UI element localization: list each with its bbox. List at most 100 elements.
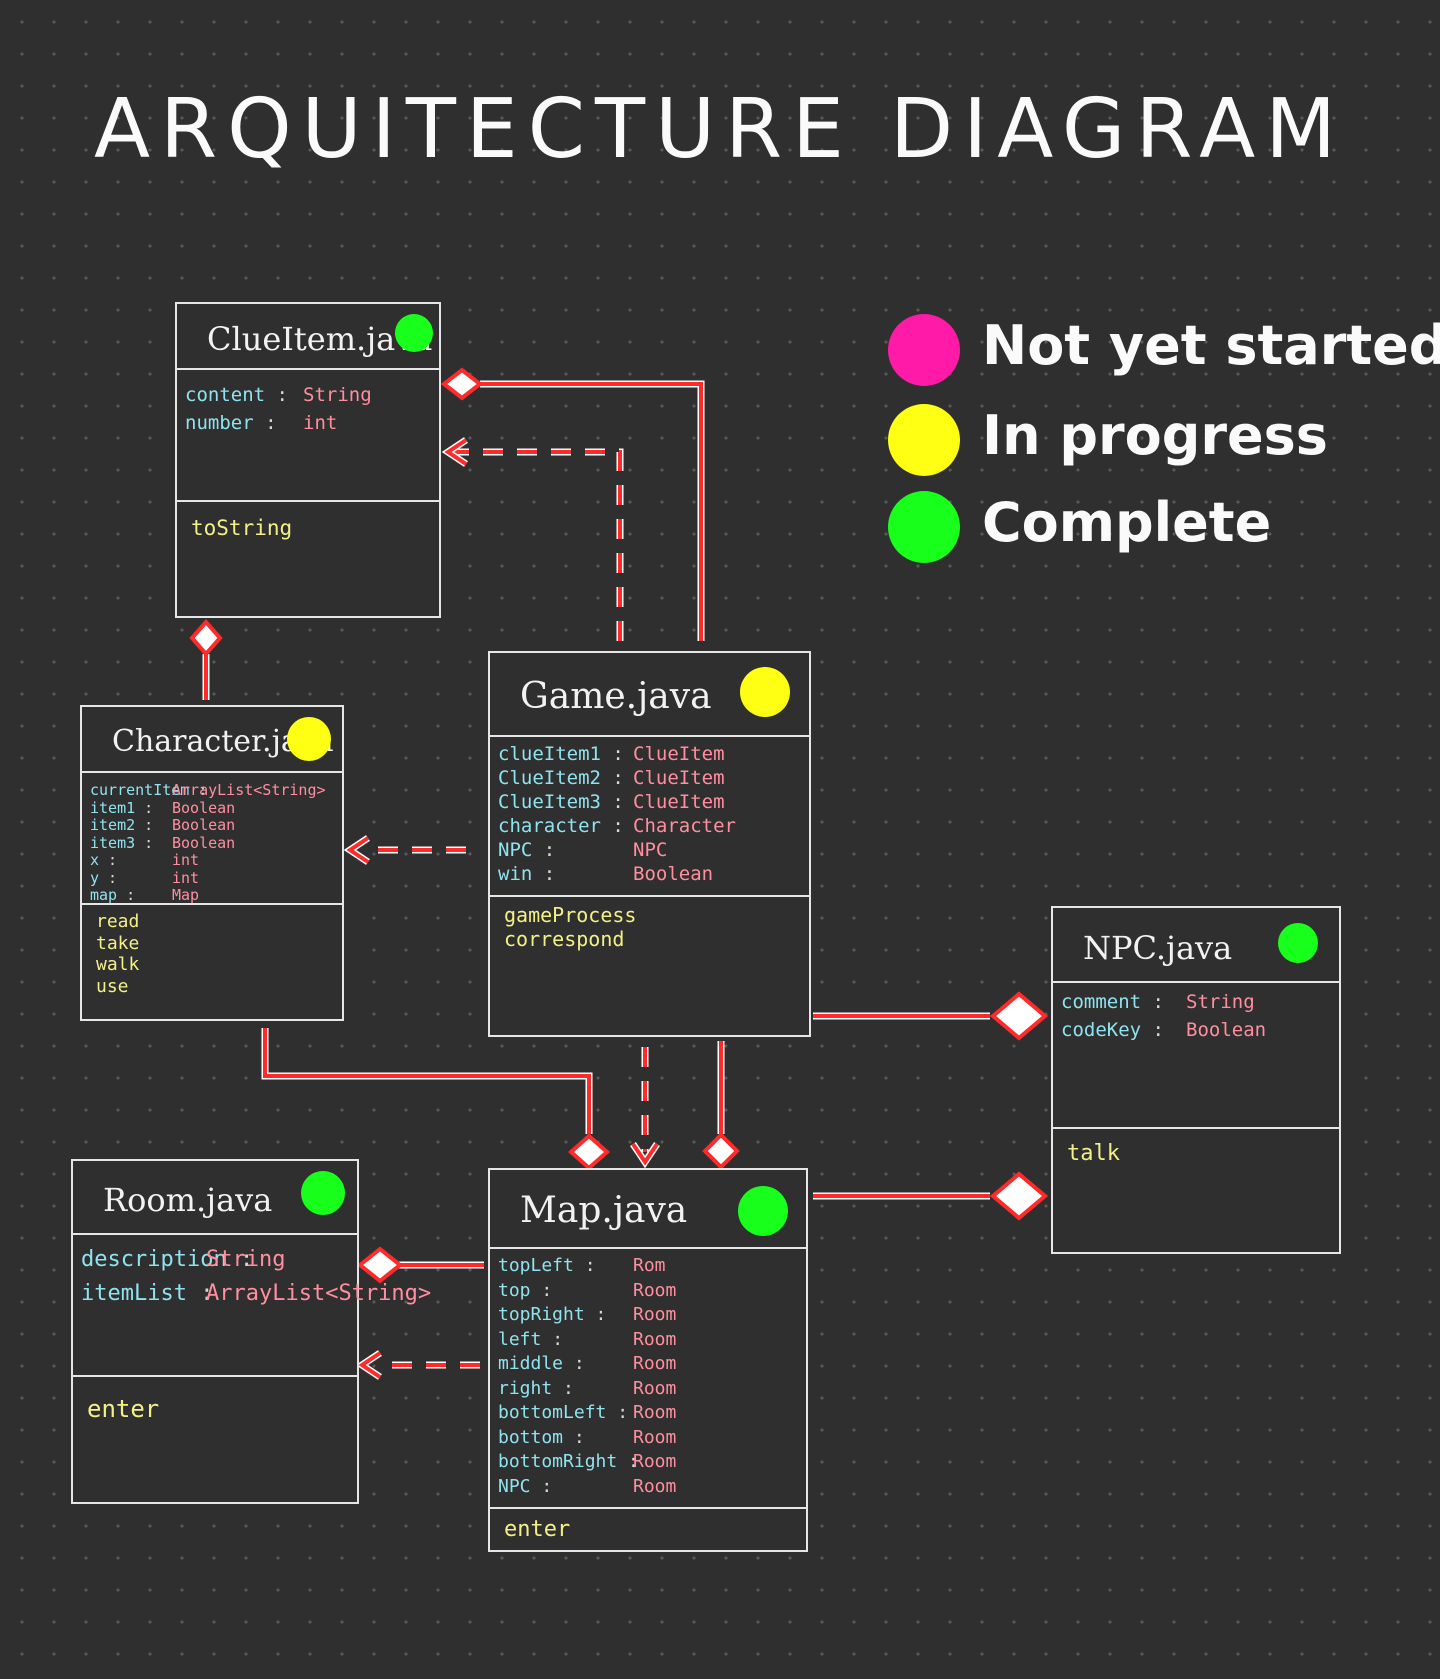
attribute-type: Room bbox=[633, 1377, 677, 1399]
attribute-colon: : bbox=[530, 1475, 553, 1497]
attribute-colon: : bbox=[532, 839, 556, 861]
method-name: correspond bbox=[504, 927, 625, 951]
dependency-arrowhead bbox=[444, 438, 468, 466]
attribute-colon: : bbox=[99, 868, 118, 887]
attribute-type: Room bbox=[633, 1304, 677, 1325]
attribute-type: String bbox=[303, 384, 372, 406]
attribute-name: clueItem1 bbox=[498, 743, 601, 765]
attribute-row: clueItem1 :ClueItem bbox=[498, 743, 801, 768]
composition-diamond bbox=[702, 1132, 740, 1170]
legend-dot-complete bbox=[888, 491, 960, 563]
composition-diamond bbox=[567, 1133, 611, 1171]
attribute-type: int bbox=[172, 868, 200, 887]
attribute-row: comment :String bbox=[1061, 991, 1331, 1016]
composition-diamond bbox=[440, 367, 484, 401]
attribute-row: map :Map bbox=[90, 886, 334, 906]
attribute-colon: : bbox=[226, 1247, 254, 1272]
attribute-name: left bbox=[498, 1328, 542, 1350]
attribute-type: Room bbox=[633, 1353, 677, 1374]
attribute-colon: : bbox=[617, 1451, 639, 1472]
status-dot bbox=[738, 1186, 788, 1236]
attribute-name: description bbox=[81, 1247, 227, 1272]
attribute-type: ArrayList<String> bbox=[172, 781, 326, 799]
attribute-name: currentItem bbox=[90, 781, 190, 799]
attribute-name: x bbox=[90, 851, 100, 869]
attribute-name: bottomRight bbox=[498, 1451, 618, 1472]
attribute-type: Boolean bbox=[172, 798, 236, 817]
attribute-colon: : bbox=[552, 1377, 574, 1399]
composition-diamond bbox=[356, 1246, 404, 1284]
class-header: Map.java bbox=[490, 1170, 806, 1249]
attribute-colon: : bbox=[600, 815, 624, 837]
attribute-name: map bbox=[90, 886, 118, 904]
attribute-name: comment bbox=[1061, 991, 1142, 1013]
attribute-type: ClueItem bbox=[633, 791, 725, 813]
method-name: read bbox=[96, 911, 140, 932]
attribute-type: int bbox=[303, 412, 338, 434]
attribute-row: ClueItem3 :ClueItem bbox=[498, 791, 801, 816]
connector-game-clueitem-outline bbox=[480, 380, 705, 641]
attribute-colon: : bbox=[600, 743, 624, 765]
attribute-colon: : bbox=[600, 791, 624, 813]
attribute-type: String bbox=[1186, 991, 1255, 1013]
method-name: gameProcess bbox=[504, 903, 637, 927]
class-header: Room.java bbox=[73, 1161, 357, 1235]
attribute-type: int bbox=[172, 851, 200, 869]
legend-label: Complete bbox=[982, 491, 1272, 554]
attribute-name: bottomLeft bbox=[498, 1402, 607, 1423]
method-name: walk bbox=[96, 954, 140, 975]
connector-game-clueitem bbox=[480, 382, 703, 641]
attribute-row: NPC :Room bbox=[498, 1476, 798, 1499]
legend-label: In progress bbox=[982, 404, 1328, 467]
composition-diamond bbox=[189, 618, 223, 658]
attribute-name: codeKey bbox=[1061, 1019, 1142, 1041]
attribute-type: Rom bbox=[633, 1255, 666, 1276]
class-header: Game.java bbox=[490, 653, 809, 737]
method-name: take bbox=[96, 932, 140, 954]
attribute-list: currentItem :ArrayList<String>item1 :Boo… bbox=[82, 773, 342, 905]
class-header: Character.java bbox=[82, 707, 342, 773]
attribute-colon: : bbox=[606, 1402, 629, 1423]
attribute-name: right bbox=[498, 1377, 553, 1399]
connector-character-map-outline bbox=[261, 1028, 593, 1134]
class-name: Map.java bbox=[520, 1190, 688, 1231]
attribute-type: Room bbox=[633, 1426, 677, 1448]
attribute-type: Room bbox=[633, 1451, 677, 1472]
method-name: toString bbox=[191, 516, 293, 540]
attribute-name: NPC bbox=[498, 839, 533, 861]
class-name: ClueItem.java bbox=[207, 320, 433, 358]
attribute-colon: : bbox=[1141, 1019, 1164, 1041]
attribute-name: win bbox=[498, 863, 533, 885]
attribute-colon: : bbox=[573, 1255, 596, 1276]
attribute-type: Boolean bbox=[172, 833, 236, 852]
attribute-colon: : bbox=[135, 833, 154, 852]
attribute-colon: : bbox=[600, 767, 624, 789]
attribute-name: NPC bbox=[498, 1475, 531, 1497]
attribute-name: topLeft bbox=[498, 1255, 574, 1276]
attribute-colon: : bbox=[563, 1353, 585, 1374]
attribute-row: win :Boolean bbox=[498, 863, 801, 888]
attribute-row: topRight :Room bbox=[498, 1304, 798, 1327]
attribute-colon: : bbox=[189, 781, 208, 799]
attribute-row: ClueItem2 :ClueItem bbox=[498, 767, 801, 792]
attribute-row: topLeft : Rom bbox=[498, 1255, 798, 1278]
legend-dot-in-progress bbox=[888, 404, 960, 476]
attribute-row: bottom :Room bbox=[498, 1427, 798, 1450]
attribute-type: Room bbox=[633, 1402, 677, 1423]
attribute-row: left :Room bbox=[498, 1329, 798, 1352]
attribute-name: item3 bbox=[90, 833, 136, 852]
status-dot bbox=[740, 667, 790, 717]
attribute-row: codeKey :Boolean bbox=[1061, 1019, 1331, 1044]
class-name: Game.java bbox=[520, 676, 712, 717]
attribute-row: y :int bbox=[90, 869, 334, 889]
attribute-type: Boolean bbox=[172, 816, 236, 834]
attribute-row: content :String bbox=[185, 384, 431, 409]
